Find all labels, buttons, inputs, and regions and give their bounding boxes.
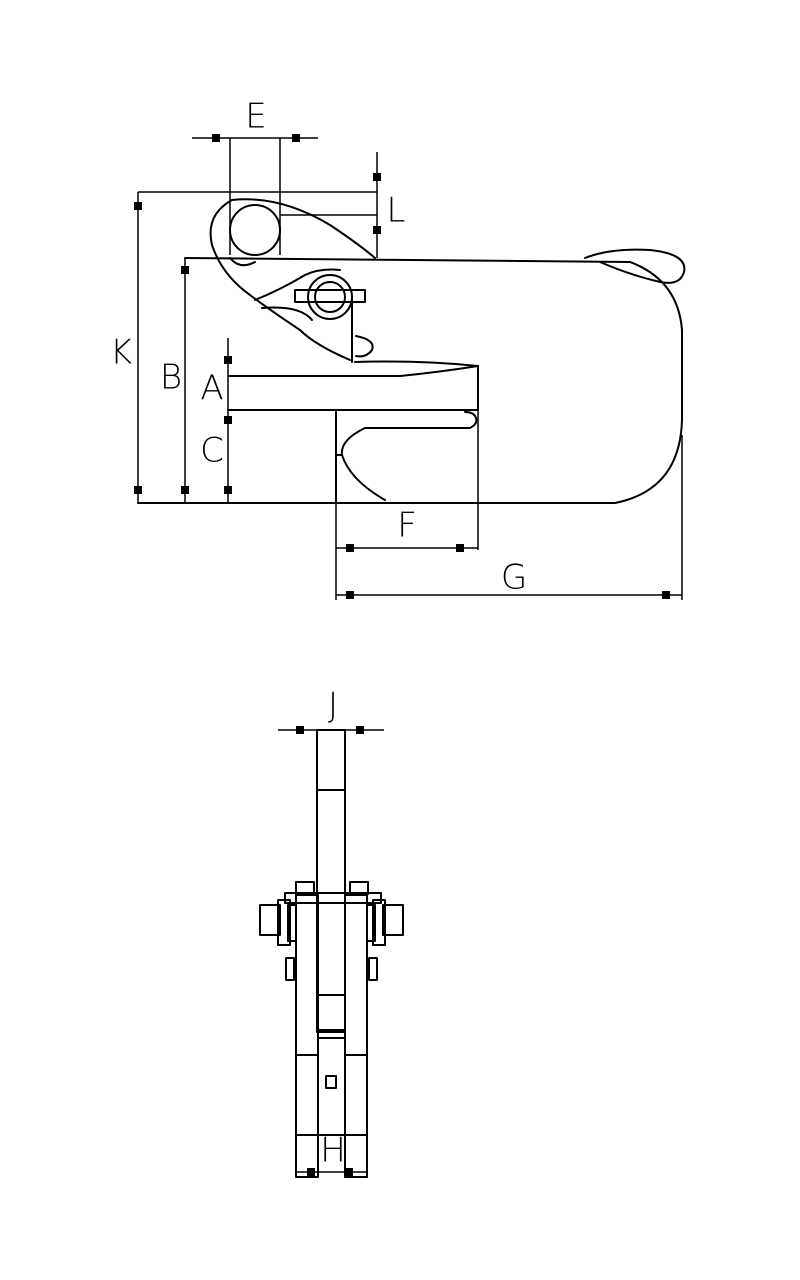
label-h: H <box>320 1131 346 1171</box>
cam-pivot <box>254 268 374 363</box>
side-view: E L K B A <box>110 97 686 600</box>
label-g: G <box>501 558 527 598</box>
cross-pin <box>259 881 404 981</box>
dimension-c: C <box>200 410 232 503</box>
clamp-body <box>137 248 686 504</box>
center-bar <box>316 729 346 1033</box>
label-f: F <box>397 506 417 546</box>
label-j: J <box>328 686 338 726</box>
dimension-h: H <box>296 1131 367 1176</box>
label-b: B <box>160 358 182 398</box>
label-l: L <box>387 191 406 231</box>
dimension-f: F <box>335 410 479 600</box>
dimension-l: L <box>280 152 405 258</box>
dimension-e: E <box>192 97 318 255</box>
dimension-b: B <box>160 258 189 503</box>
dimension-k: K <box>110 191 377 503</box>
end-view: J H <box>259 686 404 1178</box>
lifting-eye <box>209 198 376 361</box>
dimension-a: A <box>200 338 232 410</box>
dimension-j: J <box>278 686 384 734</box>
label-e: E <box>245 97 266 137</box>
label-k: K <box>110 333 132 373</box>
label-a: A <box>200 369 223 409</box>
label-c: C <box>200 431 224 471</box>
dimension-g: G <box>336 435 683 600</box>
